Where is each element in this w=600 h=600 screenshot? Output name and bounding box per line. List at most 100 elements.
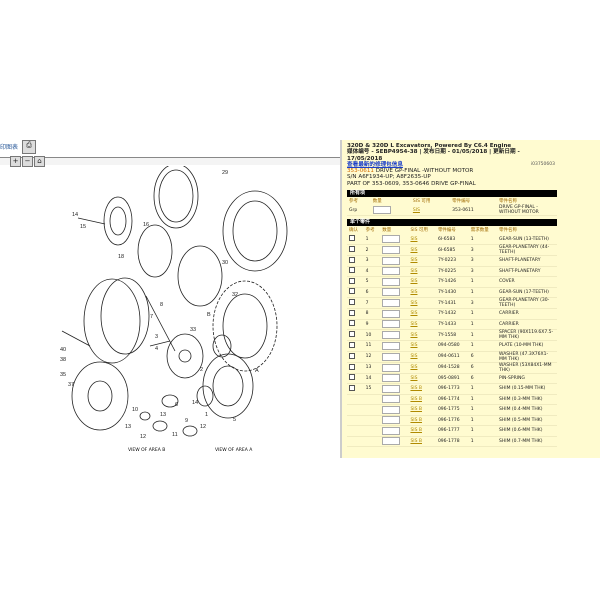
print-diagram-link[interactable]: 印图表 <box>0 144 19 151</box>
sis-link[interactable]: SIS <box>408 276 436 288</box>
quantity-input[interactable] <box>382 256 401 265</box>
callout-label[interactable]: 30 <box>222 260 228 266</box>
confirm-checkbox[interactable] <box>349 246 355 253</box>
callout-label[interactable]: 13 <box>125 424 131 430</box>
quantity-input[interactable] <box>382 235 401 244</box>
quantity-input[interactable] <box>382 437 401 446</box>
sis-link[interactable]: SIS <box>408 244 436 257</box>
callout-label[interactable]: 14 <box>192 400 198 406</box>
quantity-input[interactable] <box>382 374 401 383</box>
quantity-input[interactable] <box>382 341 401 350</box>
sis-link[interactable]: SIS B <box>408 404 436 416</box>
quantity-input[interactable] <box>382 246 401 255</box>
sis-link[interactable]: SIS <box>408 373 436 385</box>
confirm-checkbox[interactable] <box>349 363 355 370</box>
all-items-header: 所有项 <box>347 190 557 198</box>
quantity-input[interactable] <box>382 320 401 329</box>
sis-link[interactable]: SIS <box>408 329 436 342</box>
sis-link[interactable]: SIS <box>408 308 436 320</box>
sis-link[interactable]: SIS <box>408 266 436 278</box>
sis-link[interactable]: SIS <box>408 351 436 363</box>
part-number-link[interactable]: 353-0611 <box>347 168 374 175</box>
quantity-input[interactable] <box>382 288 401 297</box>
zoom-out-icon[interactable]: − <box>22 156 33 167</box>
sis-link[interactable]: SIS <box>408 287 436 299</box>
sis-link[interactable]: SIS <box>408 362 436 374</box>
zoom-in-icon[interactable]: + <box>10 156 21 167</box>
quantity-input[interactable] <box>382 416 401 425</box>
callout-label[interactable]: 2 <box>200 367 203 373</box>
callout-label[interactable]: 14 <box>72 212 78 218</box>
confirm-checkbox[interactable] <box>349 288 355 295</box>
callout-label[interactable]: B <box>207 312 211 318</box>
sis-link[interactable]: SIS <box>408 319 436 331</box>
sis-link[interactable]: SIS <box>408 234 436 246</box>
callout-label[interactable]: 32 <box>232 292 238 298</box>
required-quantity: 1 <box>468 276 497 288</box>
confirm-checkbox[interactable] <box>349 309 355 316</box>
required-quantity: 3 <box>468 244 497 257</box>
quantity-input[interactable] <box>382 426 401 435</box>
callout-label[interactable]: 33 <box>190 327 196 333</box>
sis-link[interactable]: SIS B <box>408 436 436 448</box>
callout-label[interactable]: 8 <box>160 302 163 308</box>
confirm-checkbox[interactable] <box>349 341 355 348</box>
quantity-input[interactable] <box>382 277 401 286</box>
callout-label[interactable]: 35 <box>60 372 66 378</box>
callout-label[interactable]: 13 <box>160 412 166 418</box>
quantity-input[interactable] <box>382 363 401 372</box>
callout-label[interactable]: 12 <box>140 434 146 440</box>
quantity-input[interactable] <box>382 331 401 340</box>
confirm-checkbox[interactable] <box>349 320 355 327</box>
quantity-input[interactable] <box>382 395 401 404</box>
quantity-input[interactable] <box>382 309 401 318</box>
sis-link[interactable]: SIS <box>408 340 436 352</box>
quantity-input[interactable] <box>372 206 391 215</box>
part-number: 096-1775 <box>435 404 469 416</box>
table-row: 3 SIS 7Y-0223 3 SHAFT-PLANETARY <box>347 255 557 267</box>
callout-label[interactable]: A <box>255 368 259 374</box>
callout-label[interactable]: 15 <box>80 224 86 230</box>
callout-label[interactable]: 4 <box>155 346 158 352</box>
quantity-input[interactable] <box>382 384 401 393</box>
confirm-checkbox[interactable] <box>349 331 355 338</box>
confirm-checkbox[interactable] <box>349 352 355 359</box>
callout-label[interactable]: 5 <box>233 417 236 423</box>
confirm-checkbox[interactable] <box>349 256 355 263</box>
quantity-input[interactable] <box>382 299 401 308</box>
print-icon[interactable]: ⎙ <box>22 140 36 154</box>
confirm-checkbox[interactable] <box>349 299 355 306</box>
callout-label[interactable]: 18 <box>118 254 124 260</box>
sis-link[interactable]: SIS B <box>408 383 436 395</box>
callout-label[interactable]: 10 <box>132 407 138 413</box>
sis-link[interactable]: SIS <box>410 205 451 217</box>
callout-label[interactable]: 37 <box>68 382 74 388</box>
sis-link[interactable]: SIS B <box>408 425 436 437</box>
callout-label[interactable]: 29 <box>222 170 228 176</box>
callout-label[interactable]: 16 <box>143 222 149 228</box>
repair-kit-link[interactable]: 查看最新的修理包信息 <box>347 161 403 168</box>
required-quantity: 1 <box>468 308 497 320</box>
quantity-input[interactable] <box>382 405 401 414</box>
callout-label[interactable]: 9 <box>185 418 188 424</box>
confirm-checkbox[interactable] <box>349 277 355 284</box>
confirm-checkbox[interactable] <box>349 235 355 242</box>
confirm-checkbox[interactable] <box>349 374 355 381</box>
callout-label[interactable]: 38 <box>60 357 66 363</box>
callout-label[interactable]: 3 <box>155 334 158 340</box>
sis-link[interactable]: SIS B <box>408 394 436 406</box>
callout-label[interactable]: 7 <box>150 314 153 320</box>
quantity-input[interactable] <box>382 267 401 276</box>
confirm-checkbox[interactable] <box>349 384 355 391</box>
home-icon[interactable]: ⌂ <box>34 156 45 167</box>
sis-link[interactable]: SIS <box>408 255 436 267</box>
sis-link[interactable]: SIS B <box>408 415 436 427</box>
confirm-checkbox[interactable] <box>349 267 355 274</box>
quantity-input[interactable] <box>382 352 401 361</box>
callout-label[interactable]: 40 <box>60 347 66 353</box>
callout-label[interactable]: 1 <box>205 412 208 418</box>
sis-link[interactable]: SIS <box>408 297 436 310</box>
callout-label[interactable]: 11 <box>172 432 178 438</box>
callout-label[interactable]: 12 <box>200 424 206 430</box>
callout-label[interactable]: 6 <box>175 402 178 408</box>
